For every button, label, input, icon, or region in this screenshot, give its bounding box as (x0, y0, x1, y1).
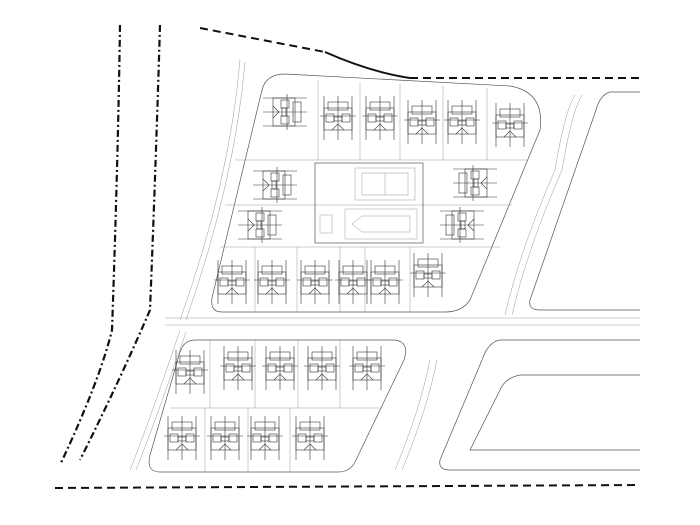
house-unit (452, 164, 498, 202)
site-boundary (54, 24, 641, 489)
house-unit (334, 259, 372, 305)
house-unit (319, 95, 357, 141)
house-units (163, 93, 529, 461)
house-unit (303, 345, 341, 391)
house-unit (237, 206, 283, 244)
upper-block (211, 73, 541, 313)
house-unit (206, 415, 244, 461)
house-unit (219, 345, 257, 391)
house-unit (403, 99, 441, 145)
house-unit (439, 206, 485, 244)
block-right-lower (439, 339, 640, 471)
house-unit (261, 345, 299, 391)
house-unit (491, 102, 529, 148)
house-unit (366, 259, 404, 305)
amenity-area (314, 162, 424, 244)
lower-block (148, 339, 407, 473)
tennis-court (354, 167, 416, 201)
house-unit (262, 93, 308, 131)
house-unit (252, 166, 298, 204)
house-unit (348, 345, 386, 391)
house-unit (253, 259, 291, 305)
house-unit (409, 252, 447, 298)
block-right-upper (529, 91, 640, 311)
house-unit (163, 415, 201, 461)
road-edge-left-inner (79, 24, 162, 461)
road-edge-left-outer (59, 24, 122, 466)
swimming-pool (344, 208, 418, 240)
road-lines (129, 59, 640, 471)
house-unit (361, 95, 399, 141)
house-unit (291, 415, 329, 461)
house-unit (296, 259, 334, 305)
house-unit (246, 415, 284, 461)
house-unit (443, 99, 481, 145)
